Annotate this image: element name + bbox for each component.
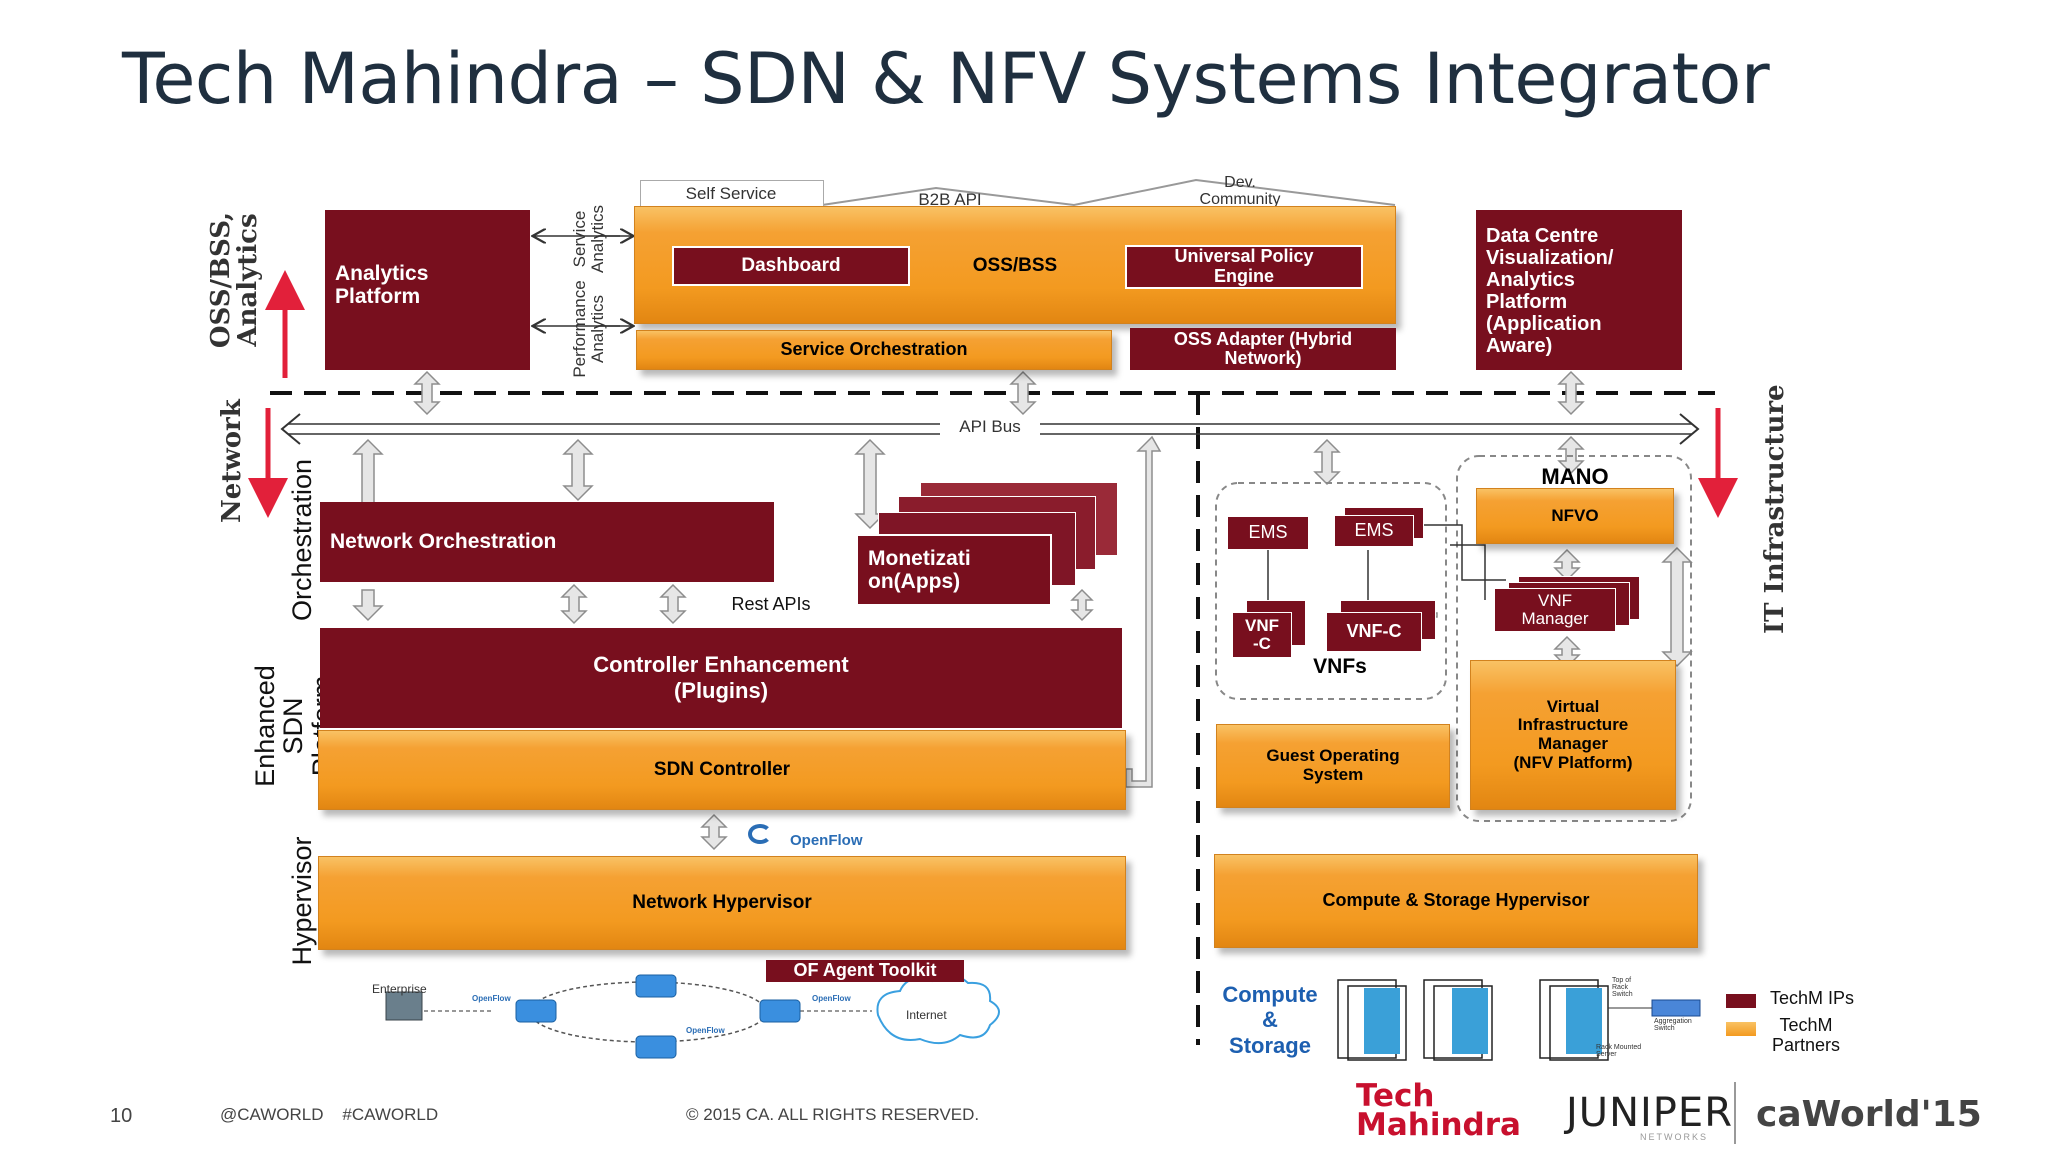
nfvo-box[interactable] [1476,488,1674,544]
it-infrastructure-side-label: IT Infrastructure [1760,384,1790,634]
caworld-logo: caWorld'15 [1756,1094,1982,1135]
vnf-manager-label: VNF Manager [1521,591,1589,628]
ems-box-1[interactable] [1228,517,1308,549]
vim-box[interactable] [1470,660,1676,810]
vim-label: Virtual Infrastructure Manager (NFV Plat… [1513,696,1633,772]
of-agent-toolkit-label: OF Agent Toolkit [793,960,937,981]
compute-storage-hypervisor-label: Compute & Storage Hypervisor [1322,890,1590,911]
b2b-api-label: B2B API [918,189,982,209]
footer-logo-divider [1734,1082,1736,1144]
openflow-logo-icon [748,824,772,844]
legend-swatch-techm-partners [1726,1022,1756,1036]
top-of-rack-label: Top of Rack Switch [1612,977,1633,998]
hypervisor-side-label: Hypervisor [287,836,317,966]
guest-os-label: Guest Operating System [1266,746,1400,784]
page-title: Tech Mahindra – SDN & NFV Systems Integr… [122,38,1770,120]
enhanced-sdn-side-label: Enhanced SDN Platform [250,665,337,787]
sdn-controller-label: SDN Controller [653,758,791,780]
performance-analytics-label: Performance Analytics [570,280,607,378]
vnf-c-box-1[interactable] [1232,612,1292,658]
network-orchestration-label: Network Orchestration [330,530,557,554]
vnf-c-label-2: VNF-C [1346,621,1402,642]
aggregation-switch-label: Aggregation Switch [1654,1018,1692,1032]
controller-enhancement-label: Controller Enhancement (Plugins) [593,651,849,703]
oss-adapter-box[interactable] [1130,328,1396,370]
vnfs-label: VNFs [1313,655,1367,679]
data-centre-box [1476,210,1682,370]
service-orchestration-label: Service Orchestration [780,339,968,360]
monetization-label: Monetizati on(Apps) [868,546,971,593]
compute-storage-hypervisor-box[interactable] [1214,854,1698,948]
guest-os-box[interactable] [1216,724,1450,808]
legend-label-techm-ips: TechM IPs [1770,988,1855,1008]
api-bus-label: API Bus [940,416,1040,438]
legend-swatch-techm-ips [1726,994,1756,1008]
self-service-label: Self Service [685,183,777,203]
dev-community-label: Dev. Community [1199,174,1281,208]
oss-bss-label: OSS/BSS [972,254,1058,276]
vnf-c-label-1: VNF -C [1245,616,1279,653]
universal-policy-engine-box[interactable] [1125,245,1363,289]
analytics-platform-label: Analytics Platform [335,261,429,308]
ems-label-1: EMS [1248,522,1288,543]
data-centre-label: Data Centre Visualization/ Analytics Pla… [1486,225,1614,357]
juniper-logo-sub: NETWORKS [1640,1132,1709,1142]
service-orchestration-box[interactable] [636,330,1112,370]
orchestration-side-label: Orchestration [287,458,317,621]
openflow-label: OpenFlow [790,832,863,849]
monetization-box[interactable] [856,534,1052,606]
of-agent-toolkit-box[interactable] [766,960,964,982]
oss-bss-analytics-side-label: OSS/BSS, Analytics [206,211,264,349]
vnf-c-box-2[interactable] [1326,612,1422,652]
rest-apis-label: Rest APIs [731,594,811,615]
network-side-label: Network [217,399,247,523]
universal-policy-engine-label: Universal Policy Engine [1174,246,1314,286]
network-orchestration-box[interactable] [320,502,774,582]
vnf-manager-box[interactable] [1494,588,1616,632]
sdn-controller-box[interactable] [318,730,1126,810]
legend-label-techm-partners: TechM Partners [1772,1015,1841,1055]
page-number: 10 [110,1105,133,1127]
network-hypervisor-label: Network Hypervisor [632,891,812,913]
dashboard-box[interactable] [672,246,910,286]
analytics-platform-box [325,210,530,370]
compute-storage-label: Compute & Storage [1222,982,1318,1058]
juniper-logo: JUNIPER [1566,1090,1733,1136]
network-hypervisor-box[interactable] [318,856,1126,950]
rack-mounted-server-label: Rack Mounted Server [1596,1044,1642,1058]
internet-label: Internet [906,1008,947,1022]
controller-enhancement-box[interactable] [320,628,1122,728]
openflow-small-label-3: OpenFlow [686,1026,725,1035]
oss-adapter-label: OSS Adapter (Hybrid Network) [1173,329,1353,368]
ems-label-2: EMS [1354,520,1394,541]
footer-hashtags: @CAWORLD #CAWORLD [220,1105,439,1124]
openflow-small-label: OpenFlow [472,994,511,1003]
footer-copyright: © 2015 CA. ALL RIGHTS RESERVED. [686,1105,980,1124]
ems-box-2[interactable] [1334,515,1414,547]
mano-label: MANO [1541,463,1609,489]
dashboard-label: Dashboard [741,254,841,276]
enterprise-label: Enterprise [372,982,427,996]
tech-mahindra-logo: Tech Mahindra [1356,1078,1521,1144]
openflow-small-label-2: OpenFlow [812,994,851,1003]
nfvo-label: NFVO [1551,505,1599,525]
